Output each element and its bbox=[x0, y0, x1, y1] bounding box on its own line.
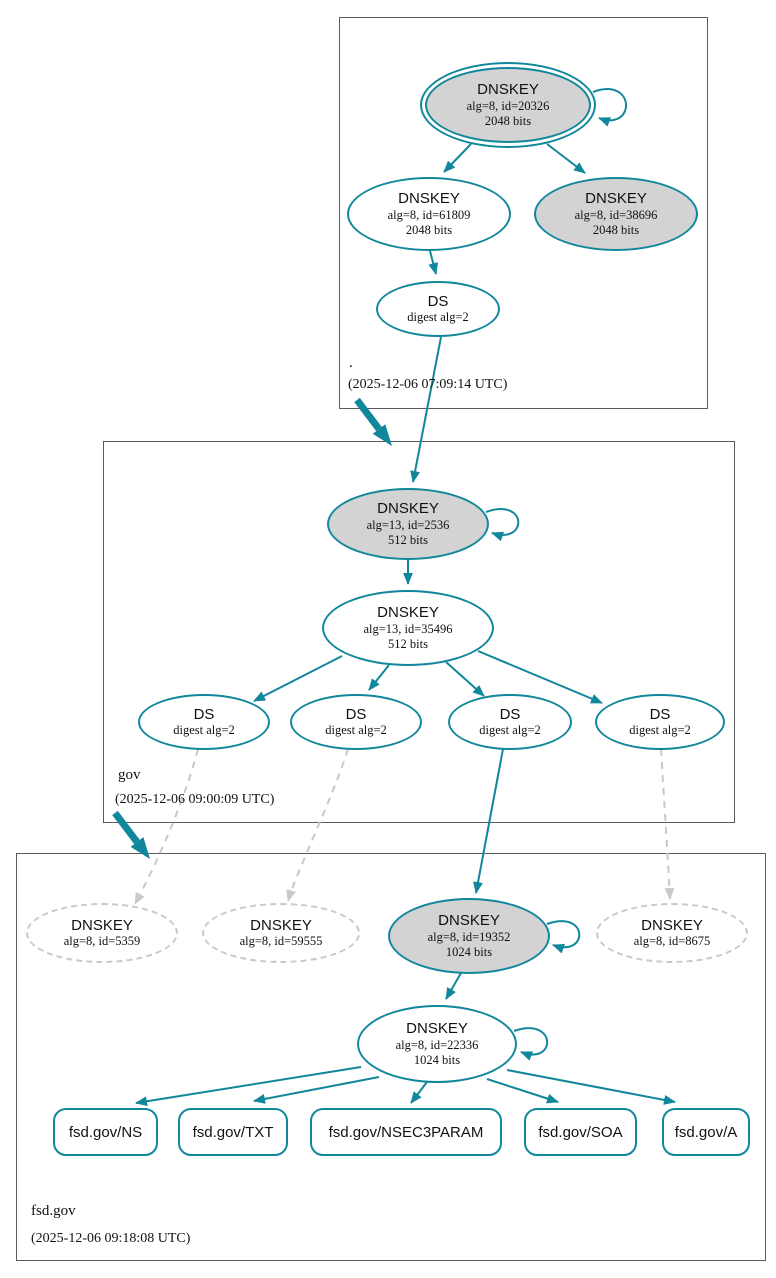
dnskey-node-5359: DNSKEY alg=8, id=5359 bbox=[26, 903, 178, 963]
zone-box-root bbox=[339, 17, 708, 409]
zone-box-fsd-gov bbox=[16, 853, 766, 1261]
node-title: DS bbox=[427, 292, 449, 310]
node-detail: alg=8, id=59555 bbox=[239, 934, 323, 949]
node-detail: digest alg=2 bbox=[325, 723, 387, 738]
node-detail: digest alg=2 bbox=[479, 723, 541, 738]
zone-label-fsd-gov: fsd.gov bbox=[31, 1203, 76, 1219]
node-detail: alg=8, id=20326 bbox=[466, 99, 550, 114]
zone-box-gov bbox=[103, 441, 735, 823]
node-detail: alg=8, id=5359 bbox=[63, 934, 141, 949]
edge-key-22336-to-rrset-a bbox=[506, 1069, 676, 1105]
dnskey-node-20326: DNSKEY alg=8, id=20326 2048 bits bbox=[420, 62, 596, 148]
dnskey-node-8675: DNSKEY alg=8, id=8675 bbox=[596, 903, 748, 963]
rrset-node-txt: fsd.gov/TXT bbox=[178, 1108, 288, 1156]
dnskey-node-22336: DNSKEY alg=8, id=22336 1024 bits bbox=[357, 1005, 517, 1083]
node-detail: digest alg=2 bbox=[629, 723, 691, 738]
rrset-node-nsec3param: fsd.gov/NSEC3PARAM bbox=[310, 1108, 502, 1156]
edge-selfloop-key-19352 bbox=[546, 920, 581, 954]
ds-node-gov-4: DS digest alg=2 bbox=[595, 694, 725, 750]
ds-node-gov-3: DS digest alg=2 bbox=[448, 694, 572, 750]
node-detail: alg=8, id=19352 bbox=[427, 930, 511, 945]
node-title: DNSKEY bbox=[406, 1020, 468, 1038]
node-detail: alg=13, id=35496 bbox=[363, 622, 453, 637]
edge-key-22336-to-rrset-nsec3param bbox=[410, 1081, 428, 1104]
edge-key-61809-to-ds-root bbox=[428, 250, 439, 275]
edge-ds2-to-key-59555 bbox=[286, 748, 349, 902]
dnskey-node-38696: DNSKEY alg=8, id=38696 2048 bits bbox=[534, 177, 698, 251]
node-bits: 512 bits bbox=[388, 532, 428, 547]
dnskey-node-2536: DNSKEY alg=13, id=2536 512 bits bbox=[327, 488, 489, 560]
ds-node-gov-2: DS digest alg=2 bbox=[290, 694, 422, 750]
edge-zone-gov-to-fsd bbox=[112, 810, 140, 845]
rrset-node-ns: fsd.gov/NS bbox=[53, 1108, 158, 1156]
node-title: DNSKEY bbox=[377, 604, 439, 622]
ds-node-root: DS digest alg=2 bbox=[376, 281, 500, 337]
edge-key-35496-to-ds3 bbox=[445, 661, 485, 697]
node-bits: 512 bits bbox=[388, 636, 428, 651]
node-detail: alg=8, id=38696 bbox=[574, 208, 658, 223]
dnskey-node-61809: DNSKEY alg=8, id=61809 2048 bits bbox=[347, 177, 511, 251]
edge-ds1-to-key-5359 bbox=[134, 748, 199, 905]
node-detail: digest alg=2 bbox=[173, 723, 235, 738]
edge-key-22336-to-rrset-soa bbox=[486, 1078, 559, 1104]
edge-selfloop-key-2536 bbox=[485, 508, 520, 542]
ds-node-gov-1: DS digest alg=2 bbox=[138, 694, 270, 750]
node-bits: 2048 bits bbox=[484, 113, 532, 128]
node-title: DS bbox=[345, 705, 367, 723]
edge-ds-root-to-key-2536 bbox=[410, 336, 442, 483]
edge-zone-root-to-gov bbox=[354, 397, 382, 432]
arrowhead-zone-root-to-gov bbox=[372, 424, 392, 446]
node-title: DNSKEY bbox=[438, 912, 500, 930]
node-bits: 1024 bits bbox=[445, 944, 493, 959]
edge-selfloop-key-20326 bbox=[592, 88, 627, 127]
rrset-label: fsd.gov/NSEC3PARAM bbox=[328, 1123, 484, 1141]
node-detail: alg=8, id=61809 bbox=[387, 208, 471, 223]
edge-key-35496-to-ds2 bbox=[368, 664, 390, 691]
dnskey-node-20326-inner: DNSKEY alg=8, id=20326 2048 bits bbox=[425, 67, 591, 143]
rrset-label: fsd.gov/TXT bbox=[192, 1123, 274, 1141]
rrset-node-soa: fsd.gov/SOA bbox=[524, 1108, 637, 1156]
dnskey-node-59555: DNSKEY alg=8, id=59555 bbox=[202, 903, 360, 963]
node-detail: alg=8, id=8675 bbox=[633, 934, 711, 949]
node-title: DS bbox=[499, 705, 521, 723]
zone-timestamp-fsd-gov: (2025-12-06 09:18:08 UTC) bbox=[31, 1231, 191, 1246]
node-title: DNSKEY bbox=[641, 916, 703, 934]
edge-key-22336-to-rrset-ns bbox=[135, 1066, 362, 1107]
node-title: DNSKEY bbox=[377, 500, 439, 518]
edge-ds4-to-key-8675 bbox=[660, 748, 675, 900]
zone-label-gov: gov bbox=[118, 767, 141, 783]
node-title: DNSKEY bbox=[477, 81, 539, 99]
edge-key-35496-to-ds4 bbox=[477, 650, 603, 704]
dnskey-node-35496: DNSKEY alg=13, id=35496 512 bits bbox=[322, 590, 494, 666]
dnskey-node-19352: DNSKEY alg=8, id=19352 1024 bits bbox=[388, 898, 550, 974]
edge-key-22336-to-rrset-txt bbox=[253, 1076, 380, 1104]
node-title: DNSKEY bbox=[71, 916, 133, 934]
edge-key-35496-to-ds1 bbox=[253, 655, 343, 702]
rrset-label: fsd.gov/NS bbox=[68, 1123, 143, 1141]
node-bits: 2048 bits bbox=[592, 222, 640, 237]
arrowhead-zone-gov-to-fsd bbox=[130, 837, 150, 859]
edge-key-20326-to-key-38696 bbox=[546, 143, 586, 174]
node-bits: 2048 bits bbox=[405, 222, 453, 237]
edge-key-19352-to-key-22336 bbox=[445, 972, 462, 1000]
node-title: DNSKEY bbox=[585, 190, 647, 208]
node-title: DS bbox=[649, 705, 671, 723]
zone-timestamp-root: (2025-12-06 07:09:14 UTC) bbox=[348, 377, 508, 392]
node-bits: 1024 bits bbox=[413, 1052, 461, 1067]
node-title: DS bbox=[193, 705, 215, 723]
edge-ds3-to-key-19352 bbox=[473, 748, 504, 894]
rrset-label: fsd.gov/A bbox=[674, 1123, 738, 1141]
node-title: DNSKEY bbox=[250, 916, 312, 934]
node-detail: alg=8, id=22336 bbox=[395, 1038, 479, 1053]
zone-label-root: . bbox=[349, 355, 353, 371]
rrset-label: fsd.gov/SOA bbox=[538, 1123, 623, 1141]
zone-timestamp-gov: (2025-12-06 09:00:09 UTC) bbox=[115, 792, 275, 807]
node-title: DNSKEY bbox=[398, 190, 460, 208]
edge-key-20326-to-key-61809 bbox=[443, 143, 472, 173]
node-detail: digest alg=2 bbox=[407, 310, 469, 325]
edge-selfloop-key-22336 bbox=[513, 1027, 549, 1061]
rrset-node-a: fsd.gov/A bbox=[662, 1108, 750, 1156]
node-detail: alg=13, id=2536 bbox=[366, 518, 450, 533]
